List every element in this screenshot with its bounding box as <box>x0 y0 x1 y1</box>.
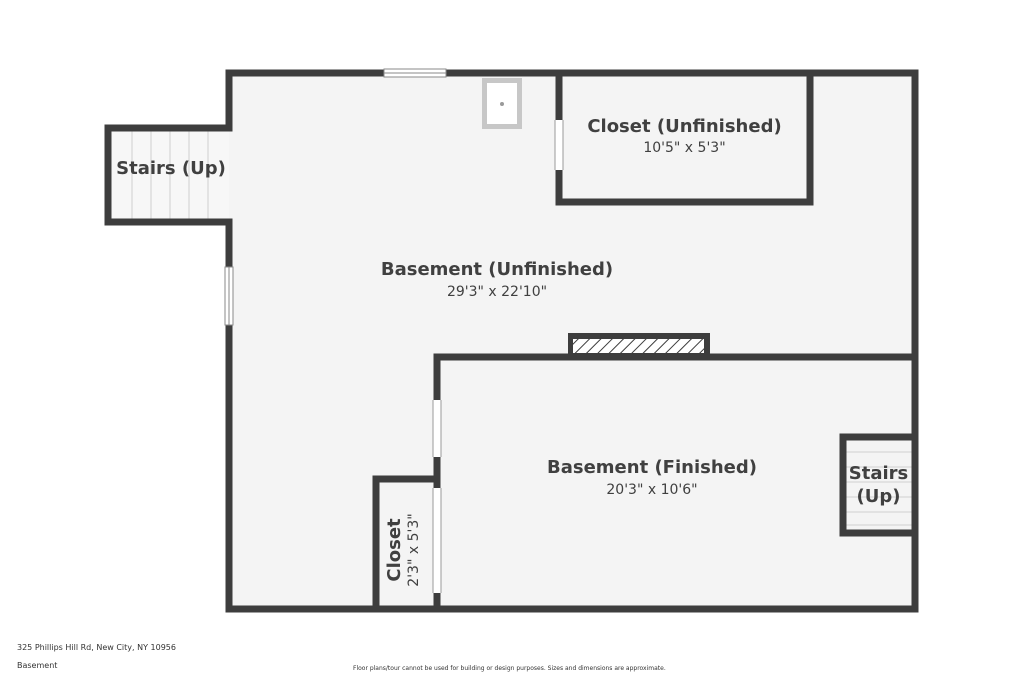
stairs-left-floor <box>108 128 229 222</box>
closet-small-labels: Closet 2'3" x 5'3" <box>384 500 425 600</box>
stairs-right-label-line2: (Up) <box>856 486 901 507</box>
sink-icon <box>482 78 522 129</box>
stairs-right-treads <box>845 451 912 526</box>
footer-address: 325 Phillips Hill Rd, New City, NY 10956 <box>17 643 176 652</box>
closet-top-label: Closet (Unfinished) <box>587 116 782 137</box>
stairs-left-label: Stairs (Up) <box>116 158 226 179</box>
stairs-left-treads <box>131 131 209 219</box>
footer-floor: Basement <box>17 661 58 670</box>
basement-finished-label: Basement (Finished) <box>547 457 757 478</box>
basement-unfinished-dims: 29'3" x 22'10" <box>446 284 548 300</box>
hearth-hatch <box>573 339 704 353</box>
door-opening-lines <box>432 120 564 593</box>
closet-top-dims: 10'5" x 5'3" <box>643 140 726 156</box>
basement-unfinished-label: Basement (Unfinished) <box>380 259 614 280</box>
closet-small-dims: 2'3" x 5'3" <box>406 513 422 587</box>
door-openings <box>433 120 563 593</box>
closet-small-label: Closet <box>384 518 405 582</box>
basement-finished-dims: 20'3" x 10'6" <box>606 482 698 498</box>
stairs-right-label-line1: Stairs <box>848 463 909 484</box>
window-top <box>383 68 447 78</box>
footer-disclaimer: Floor plans/tour cannot be used for buil… <box>353 665 666 672</box>
window-left <box>224 266 234 326</box>
